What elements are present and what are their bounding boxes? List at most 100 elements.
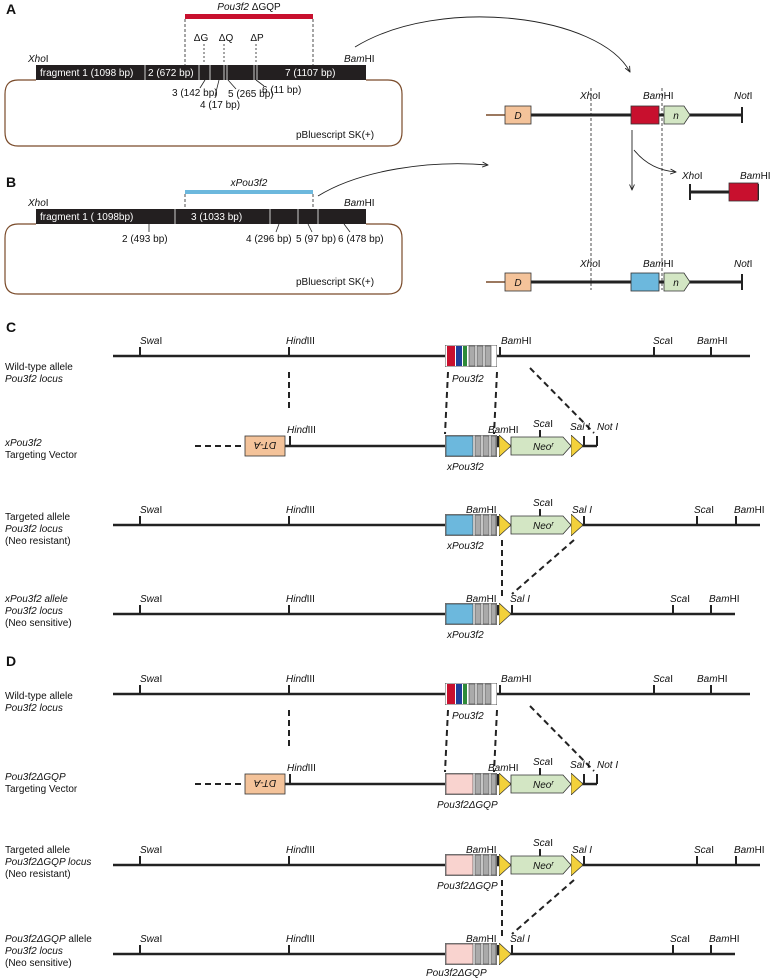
insert-a [36,65,366,80]
c-tv-xpou3f2-gene [445,435,497,457]
bamhi-site-vec1: BamHI [643,91,674,102]
svg-text:Neor: Neor [533,442,554,454]
d-da-sali: Sal I [510,934,530,945]
d-ta-dgqp-gene [445,854,497,876]
c-ta-neo-box [510,515,572,535]
d-da-bamhi-2: BamHI [709,934,740,945]
d-ta-label-1: Targeted allele [5,845,70,856]
c-tv-label-1: xPou3f2 [4,438,42,449]
fragment-4-label-a: 4 (17 bp) [200,100,240,111]
c-ta-label-2: Pou3f2 locus [5,524,63,535]
svg-text:DT-A: DT-A [253,439,276,450]
d-da-hindiii: HindIII [286,934,315,945]
fragment-6-label-b: 6 (478 bp) [338,234,384,245]
d-wt-bamhi: BamHI [501,674,532,685]
svg-text:Neor: Neor [533,780,554,792]
d-tv-loxp-2 [571,773,583,795]
c-wt-hindiii: HindIII [286,336,315,347]
d-ta-scai-2: ScaI [694,845,714,856]
svg-text:n: n [673,278,679,289]
d-tv-sali: Sal I [570,760,590,771]
panel-c-label: C [6,319,16,335]
c-tv-neo-box [510,436,572,456]
c-xa-sali: Sal I [510,594,530,605]
fragment-4-label-b: 4 (296 bp) [246,234,292,245]
d-wt-label-1: Wild-type allele [5,691,73,702]
fragment-1-label-a: fragment 1 (1098 bp) [40,68,133,79]
d-ta-label-3: (Neo resistant) [5,869,71,880]
c-xa-bamhi-2: BamHI [709,594,740,605]
d-tv-label-1: Pou3f2ΔGQP [5,772,66,783]
d-tv-loxp-1 [499,773,511,795]
d-wt-scai: ScaI [653,674,673,685]
c-ta-hindiii: HindIII [286,505,315,516]
d-ta-hindiii: HindIII [286,845,315,856]
d-ta-label-2: Pou3f2ΔGQP locus [5,857,91,868]
d-da-loxp [499,943,511,965]
c-wt-gene-label: Pou3f2 [452,374,484,385]
c-xa-label-2: Pou3f2 locus [5,606,63,617]
delta-p-label: ΔP [250,33,264,44]
d-tv-hindiii: HindIII [287,763,316,774]
d-wt-swai: SwaI [140,674,162,685]
plasmid-label-a: pBluescript SK(+) [296,130,374,141]
c-wt-swai: SwaI [140,336,162,347]
pou3f2-dgqp-bar [185,14,313,19]
d-tv-scai: ScaI [533,757,553,768]
xhoi-site-frag: XhoI [681,171,703,182]
c-xa-loxp [499,603,511,625]
plasmid-label-b: pBluescript SK(+) [296,277,374,288]
c-xa-label-3: (Neo sensitive) [5,618,72,629]
d-tv-neo-box [510,774,572,794]
noti-site-vec2: NotI [734,259,752,270]
d-da-gene-label: Pou3f2ΔGQP [426,968,487,979]
c-wt-label-1: Wild-type allele [5,362,73,373]
d-ta-gene-label: Pou3f2ΔGQP [437,881,498,892]
c-wt-pou3f2-gene [445,345,497,367]
d-tv-label-2: Targeting Vector [5,784,78,795]
n-element-1 [663,105,691,125]
d-da-label-3: (Neo sensitive) [5,958,72,969]
plasmid-backbone-b [4,223,403,295]
c-ta-sali: Sal I [572,505,592,516]
panel-b-label: B [6,174,16,190]
c-tv-scai: ScaI [533,419,553,430]
c-ta-scai: ScaI [533,498,553,509]
fragment-2-label-a: 2 (672 bp) [148,68,194,79]
c-xa-swai: SwaI [140,594,162,605]
d-ta-sali: Sal I [572,845,592,856]
c-xa-hindiii: HindIII [286,594,315,605]
c-ta-loxp-2 [571,514,583,536]
c-tv-gene-label: xPou3f2 [446,462,484,473]
pou3f2-dgqp-insert-vec [630,105,660,125]
d-wt-hindiii: HindIII [286,674,315,685]
delta-g-label: ΔG [194,33,209,44]
xhoi-site-vec1: XhoI [579,91,601,102]
svg-text:DT-A: DT-A [253,777,276,788]
d-ta-loxp-1 [499,854,511,876]
c-ta-loxp-1 [499,514,511,536]
c-dta-box [244,435,286,457]
d-ta-swai: SwaI [140,845,162,856]
d-da-label-2: Pou3f2 locus [5,946,63,957]
xhoi-site-vec2: XhoI [579,259,601,270]
c-tv-bamhi: BamHI [488,425,519,436]
xpou3f2-bar [185,190,313,194]
xhoi-site-a: XhoI [27,54,49,65]
c-tv-noti: Not I [597,422,618,433]
fragment-5-label-b: 5 (97 bp) [296,234,336,245]
arrow-a-to-vector [354,16,630,72]
d-wt-label-2: Pou3f2 locus [5,703,63,714]
d-ta-scai: ScaI [533,838,553,849]
promoter-box-2 [504,272,532,292]
delta-q-label: ΔQ [219,33,234,44]
svg-text:D: D [514,278,521,289]
c-xa-bamhi: BamHI [466,594,497,605]
c-ta-label-1: Targeted allele [5,512,70,523]
xpou3f2-bar-title: xPou3f2 [230,178,268,189]
panel-d-label: D [6,653,16,669]
svg-text:Neor: Neor [533,861,554,873]
d-ta-loxp-2 [571,854,583,876]
arrow-b-to-vector [317,164,488,197]
